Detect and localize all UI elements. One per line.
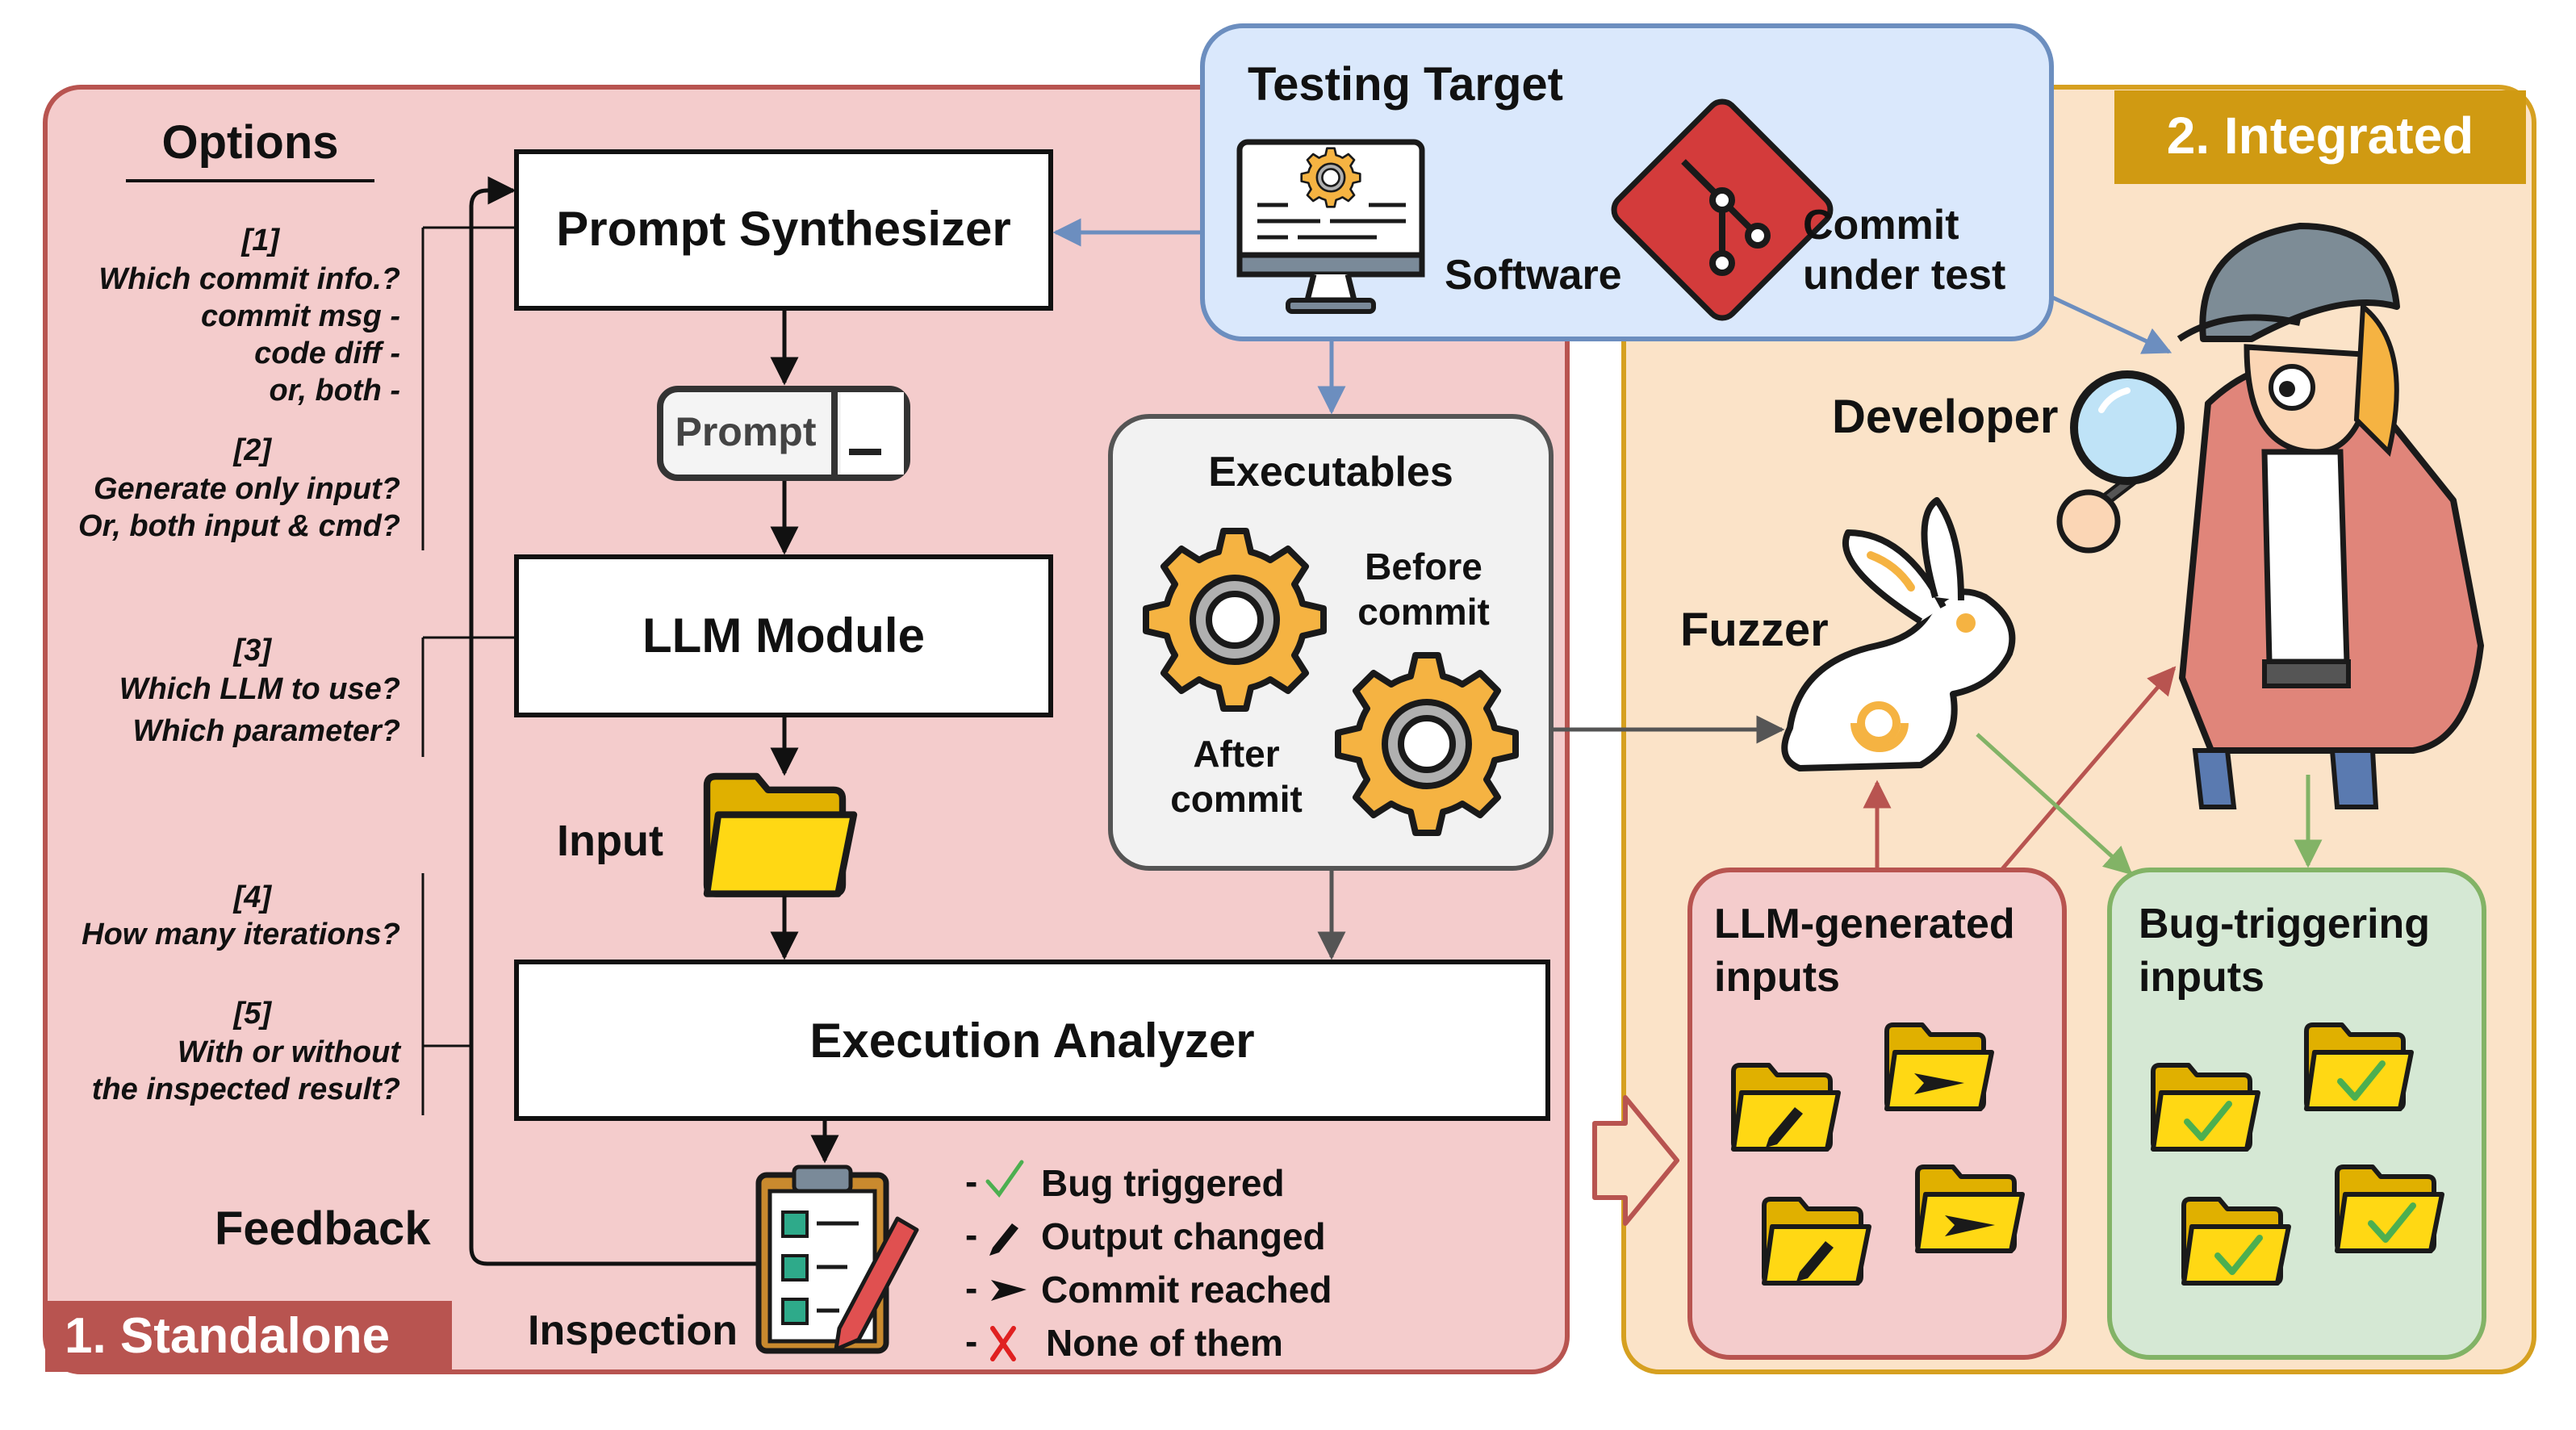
result-none-label: None of them: [1046, 1322, 1283, 1364]
option-2-line1: Generate only input?: [94, 472, 400, 506]
feedback-label: Feedback: [215, 1202, 431, 1255]
option-5-number: [5]: [233, 997, 273, 1031]
llm-generated-inputs-line2: inputs: [1714, 954, 1840, 1001]
feedback-loop-arrow: [469, 176, 759, 1266]
result-output-changed-label: Output changed: [1041, 1215, 1326, 1257]
testing-target-title: Testing Target: [1248, 58, 1563, 111]
prompt-chip-label: Prompt: [675, 409, 817, 454]
standalone-label-bg: [45, 1301, 452, 1372]
llm-input-folder: [1917, 1167, 2022, 1251]
gear-before-icon: [1146, 531, 1324, 709]
standalone-to-integrated-arrow: [1592, 1095, 1679, 1226]
result-commit-reached: - Commit reached: [965, 1267, 1332, 1311]
bug-triggering-inputs-line2: inputs: [2139, 954, 2264, 1001]
commit-label-line2: under test: [1803, 252, 2005, 299]
option-5-line1: With or without: [178, 1035, 401, 1069]
cross-icon: [990, 1326, 1016, 1361]
clipboard-icon: [755, 1164, 919, 1354]
result-commit-reached-label: Commit reached: [1041, 1269, 1332, 1311]
executables-before: Before: [1365, 546, 1482, 587]
llm-module-label: LLM Module: [642, 608, 925, 663]
fuzzer-label: Fuzzer: [1680, 604, 1829, 656]
prompt-synthesizer-box: [514, 149, 1053, 311]
svg-text:-: -: [965, 1214, 977, 1256]
bug-input-folder: [2337, 1167, 2442, 1251]
options-heading: Options: [161, 116, 338, 169]
bug-triggering-inputs-line1: Bug-triggering: [2139, 901, 2430, 947]
executables-title: Executables: [1208, 449, 1453, 495]
svg-text:-: -: [965, 1267, 977, 1309]
llm-inputs-to-developer-arrow: [2000, 666, 2177, 872]
bug-input-folder: [2306, 1025, 2411, 1109]
executables-after-commit: commit: [1170, 778, 1303, 820]
integrated-label-bg: [2114, 90, 2526, 184]
bug-input-folder: [2184, 1199, 2289, 1283]
software-label: Software: [1445, 252, 1622, 299]
developer-icon: [2056, 223, 2484, 809]
monitor-icon: [1236, 139, 1425, 314]
option-4-line1: How many iterations?: [82, 918, 400, 951]
target-to-developer-arrow: [2050, 295, 2172, 354]
option-5-line2: the inspected result?: [92, 1072, 400, 1106]
executables-after: After: [1193, 733, 1279, 775]
execution-analyzer-box: [514, 960, 1550, 1121]
option-1-question: Which commit info.?: [98, 262, 400, 296]
result-none: - None of them: [965, 1320, 1283, 1364]
option-3-line1: Which LLM to use?: [119, 672, 400, 706]
option-1-choice-code-diff: code diff -: [254, 337, 400, 370]
commit-label-line1: Commit: [1803, 202, 1959, 249]
send-arrow-icon: [991, 1280, 1027, 1301]
option-3-number: [3]: [233, 633, 273, 667]
result-bug-triggered: - Bug triggered: [965, 1160, 1285, 1204]
llm-input-folder: [1733, 1065, 1838, 1149]
check-icon: [985, 1160, 1024, 1198]
llm-input-folder: [1887, 1025, 1992, 1109]
fuzzer-rabbit-icon: [1781, 497, 2016, 771]
option-2-number: [2]: [233, 433, 273, 467]
executables-before-commit: commit: [1357, 591, 1490, 633]
standalone-label: 1. Standalone: [65, 1308, 390, 1364]
option-4-number: [4]: [233, 880, 273, 914]
svg-text:-: -: [965, 1160, 977, 1202]
llm-generated-inputs-line1: LLM-generated: [1714, 901, 2015, 947]
inspection-label: Inspection: [528, 1307, 738, 1354]
llm-module-box: [514, 554, 1053, 717]
option-1-number: [1]: [241, 224, 281, 257]
llm-input-folder: [1764, 1199, 1869, 1283]
pen-icon: [989, 1223, 1018, 1256]
input-label: Input: [557, 817, 663, 865]
svg-text:-: -: [965, 1320, 977, 1362]
option-1-choice-commit-msg: commit msg -: [201, 299, 400, 333]
git-branch-icon: [1681, 159, 1771, 276]
bug-input-folder: [2153, 1065, 2258, 1149]
developer-label: Developer: [1832, 391, 2058, 443]
prompt-chip: [657, 386, 910, 481]
integrated-label: 2. Integrated: [2167, 107, 2474, 165]
option-3-line2: Which parameter?: [132, 714, 400, 748]
fuzzer-to-bug-inputs-arrow: [1976, 733, 2133, 876]
option-1-choice-both: or, both -: [269, 374, 400, 408]
prompt-synthesizer-label: Prompt Synthesizer: [556, 202, 1010, 256]
input-folder-icon: [707, 776, 854, 894]
result-bug-triggered-label: Bug triggered: [1041, 1162, 1285, 1204]
gear-after-icon: [1338, 655, 1516, 833]
execution-analyzer-label: Execution Analyzer: [809, 1014, 1254, 1068]
result-output-changed: - Output changed: [965, 1214, 1326, 1257]
option-2-line2: Or, both input & cmd?: [78, 509, 400, 543]
